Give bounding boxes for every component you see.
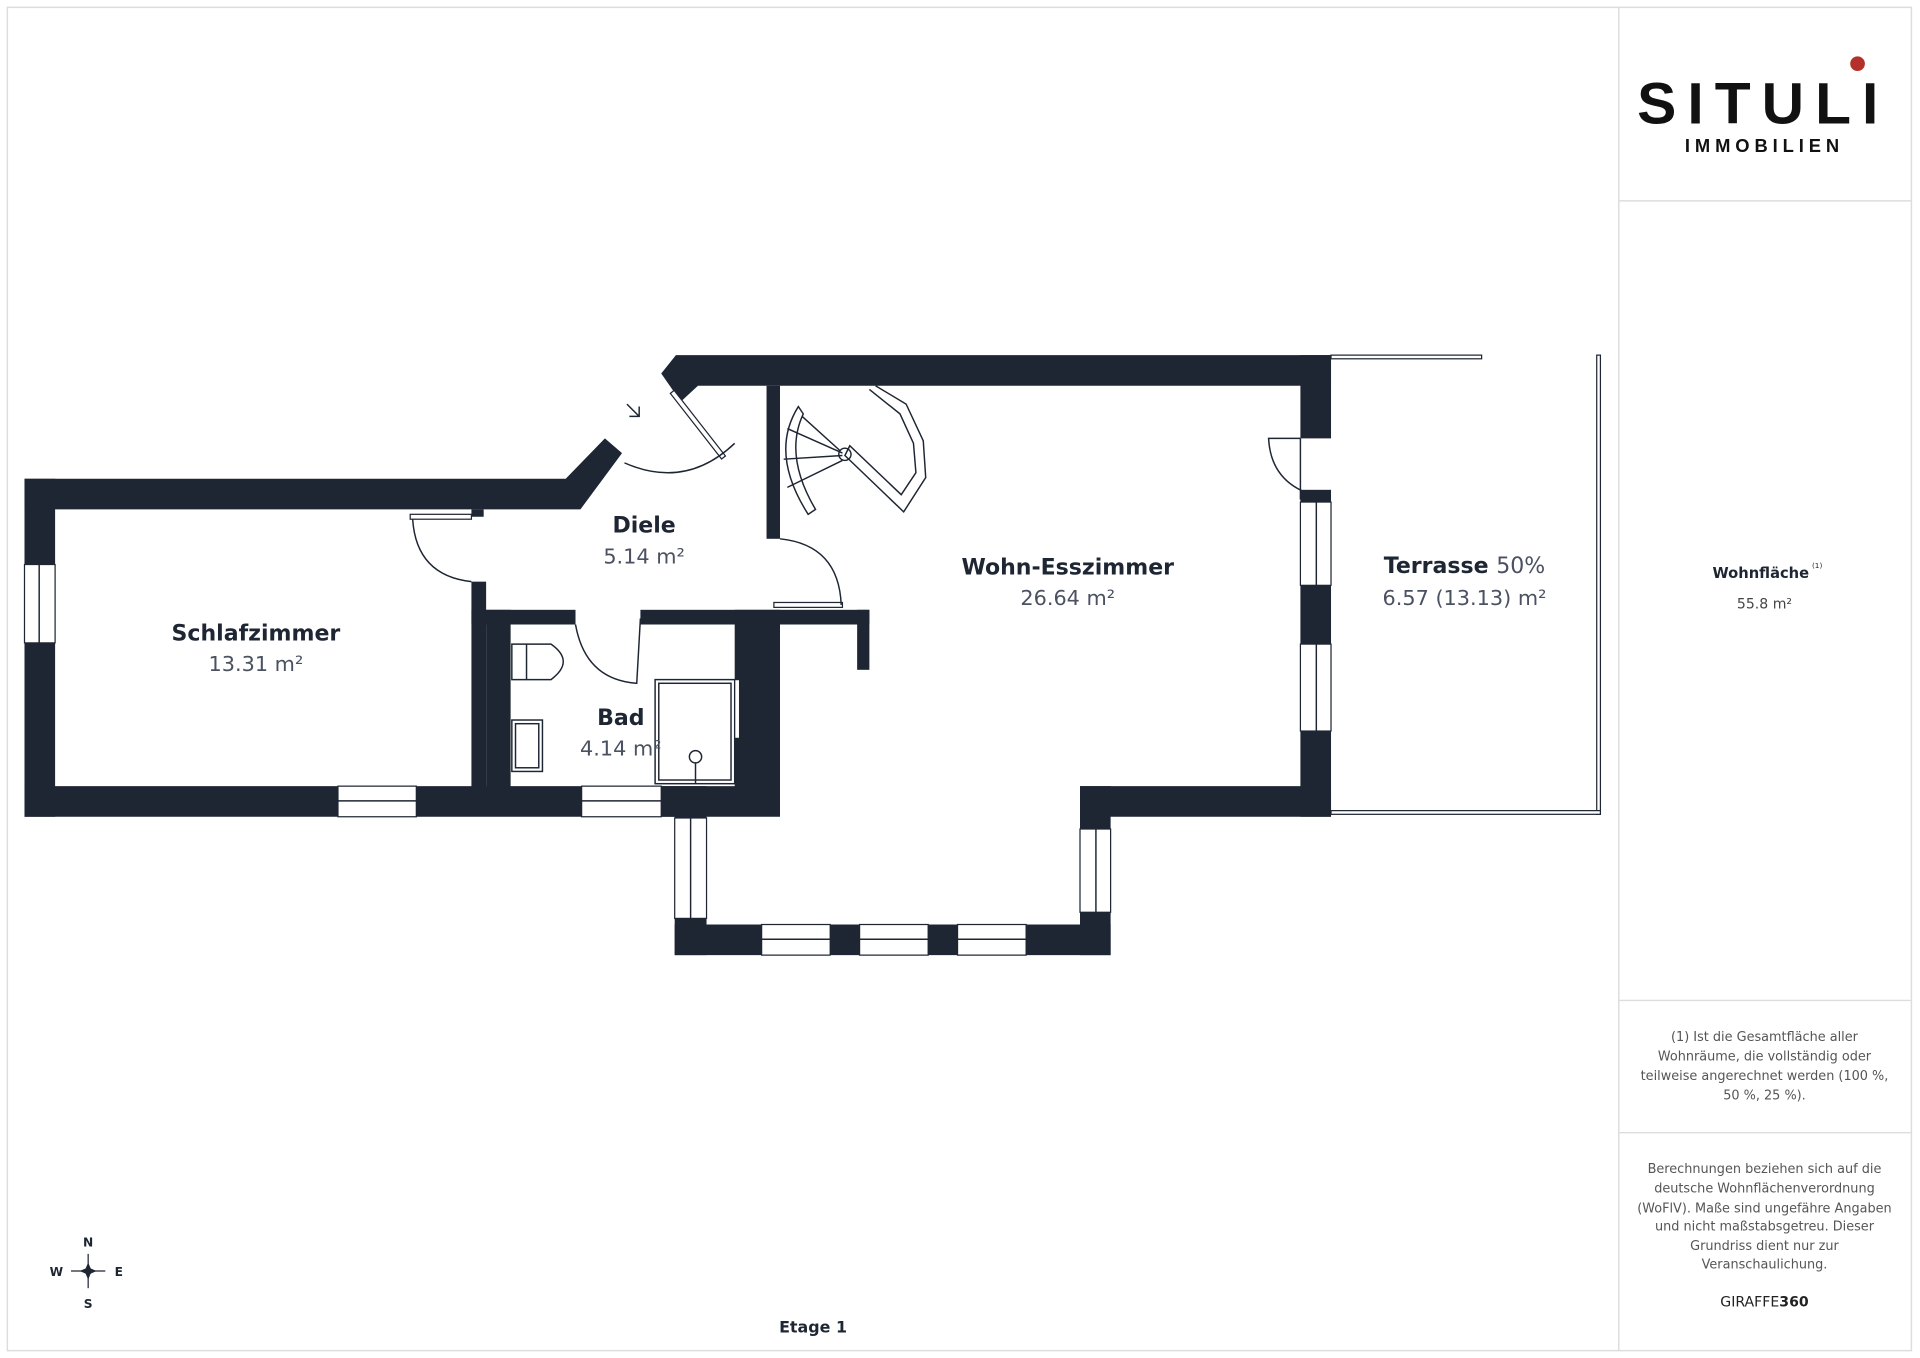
- logo-dot: [1850, 56, 1865, 72]
- giraffe360-brand: GIRAFFE360: [1720, 1295, 1809, 1311]
- room-label-diele: Diele 5.14 m²: [603, 514, 685, 569]
- svg-text:teilweise angerechnet werden (: teilweise angerechnet werden (100 %,: [1641, 1069, 1889, 1084]
- svg-text:Wohnfläche: Wohnfläche: [1713, 565, 1810, 582]
- doors: [409, 389, 1317, 685]
- svg-text:N: N: [83, 1236, 93, 1250]
- svg-text:Berechnungen beziehen sich auf: Berechnungen beziehen sich auf die: [1648, 1162, 1882, 1177]
- svg-text:4.14 m²: 4.14 m²: [580, 737, 662, 761]
- svg-text:Wohnräume, die vollständig ode: Wohnräume, die vollständig oder: [1658, 1049, 1872, 1064]
- windows: [23, 501, 1332, 956]
- svg-text:Bad: Bad: [597, 706, 644, 731]
- svg-text:IMMOBILIEN: IMMOBILIEN: [1685, 135, 1844, 156]
- svg-text:Veranschaulichung.: Veranschaulichung.: [1702, 1258, 1828, 1273]
- svg-text:5.14 m²: 5.14 m²: [603, 544, 685, 568]
- svg-text:(1) Ist die Gesamtfläche aller: (1) Ist die Gesamtfläche aller: [1671, 1030, 1859, 1045]
- room-label-terrasse: Terrasse 50% 6.57 (13.13) m²: [1383, 554, 1547, 610]
- disclaimer: Berechnungen beziehen sich auf die deuts…: [1637, 1162, 1891, 1273]
- svg-text:deutsche Wohnflächenverordnung: deutsche Wohnflächenverordnung: [1654, 1182, 1875, 1197]
- svg-text:(WoFlV). Maße sind ungefähre A: (WoFlV). Maße sind ungefähre Angaben: [1637, 1201, 1891, 1216]
- svg-text:S: S: [84, 1297, 93, 1311]
- svg-text:Schlafzimmer: Schlafzimmer: [172, 621, 341, 646]
- svg-text:Terrasse 50%: Terrasse 50%: [1384, 554, 1545, 579]
- room-label-bad: Bad 4.14 m²: [580, 706, 662, 761]
- room-label-wohn-esszimmer: Wohn-Esszimmer 26.64 m²: [961, 555, 1174, 610]
- svg-text:Diele: Diele: [612, 514, 675, 539]
- situli-logo: SITULI IMMOBILIEN: [1637, 56, 1889, 156]
- svg-text:(1): (1): [1812, 561, 1823, 570]
- wohnflaeche-summary: Wohnfläche (1) 55.8 m²: [1713, 561, 1823, 612]
- footnote-1: (1) Ist die Gesamtfläche aller Wohnräume…: [1641, 1030, 1889, 1104]
- svg-text:Wohn-Esszimmer: Wohn-Esszimmer: [961, 555, 1174, 580]
- svg-text:E: E: [115, 1265, 123, 1279]
- bathroom-fixtures: [511, 643, 741, 785]
- svg-text:SITULI: SITULI: [1637, 72, 1889, 137]
- svg-text:6.57 (13.13) m²: 6.57 (13.13) m²: [1383, 586, 1547, 610]
- floor-label: Etage 1: [779, 1317, 847, 1336]
- svg-text:13.31 m²: 13.31 m²: [209, 652, 304, 676]
- room-label-schlafzimmer: Schlafzimmer 13.31 m²: [172, 621, 341, 676]
- svg-text:50 %, 25 %).: 50 %, 25 %).: [1723, 1089, 1806, 1104]
- page-frame: [6, 6, 1913, 1352]
- svg-text:Grundriss dient nur zur: Grundriss dient nur zur: [1690, 1239, 1839, 1254]
- svg-text:55.8 m²: 55.8 m²: [1737, 597, 1792, 613]
- compass-icon: N S E W: [50, 1236, 123, 1311]
- svg-text:W: W: [50, 1265, 64, 1279]
- svg-text:und nicht maßstabsgetreu. Dies: und nicht maßstabsgetreu. Dieser: [1655, 1220, 1875, 1235]
- svg-text:26.64 m²: 26.64 m²: [1020, 586, 1115, 610]
- spiral-staircase-icon: [783, 385, 927, 516]
- terrace-outline: [1330, 354, 1602, 815]
